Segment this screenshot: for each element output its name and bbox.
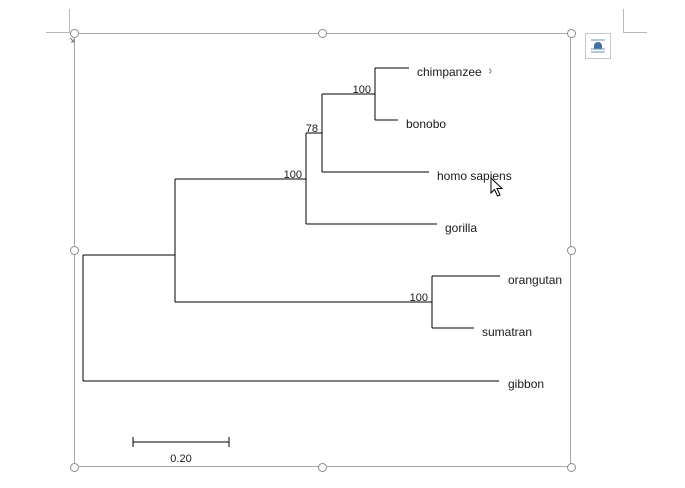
margin-mark-left-vertical	[69, 9, 70, 33]
support-value-african-apes: 100	[284, 169, 302, 181]
tree-branches	[82, 67, 500, 382]
resize-handle-top-center[interactable]	[318, 29, 327, 38]
resize-handle-top-right[interactable]	[567, 29, 576, 38]
support-value-chimp-bonobo: 100	[353, 84, 371, 96]
support-value-human-chimp: 78	[306, 123, 318, 135]
taxon-label-gorilla: gorilla	[445, 221, 477, 235]
taxon-label-chimpanzee: chimpanzee	[417, 65, 482, 79]
taxon-label-gibbon: gibbon	[508, 377, 544, 391]
taxon-label-sumatran: sumatran	[482, 325, 532, 339]
support-value-orangutan: 100	[410, 292, 428, 304]
text-marker-icon	[488, 68, 492, 74]
resize-handle-top-left[interactable]	[70, 29, 79, 38]
taxon-label-bonobo: bonobo	[406, 117, 446, 131]
resize-handle-middle-right[interactable]	[567, 246, 576, 255]
anchor-icon	[69, 37, 75, 43]
resize-handle-middle-left[interactable]	[70, 246, 79, 255]
resize-handle-bottom-center[interactable]	[318, 463, 327, 472]
margin-mark-right-horizontal	[623, 32, 647, 33]
mouse-pointer-icon	[490, 177, 504, 197]
margin-mark-left-horizontal	[46, 32, 70, 33]
resize-handle-bottom-right[interactable]	[567, 463, 576, 472]
margin-mark-right-vertical	[623, 9, 624, 33]
resize-handle-bottom-left[interactable]	[70, 463, 79, 472]
scale-bar	[132, 437, 230, 447]
layout-options-button[interactable]	[585, 33, 611, 59]
taxon-label-orangutan: orangutan	[508, 273, 562, 287]
scale-bar-label: 0.20	[170, 453, 191, 465]
layout-options-icon	[591, 39, 605, 53]
